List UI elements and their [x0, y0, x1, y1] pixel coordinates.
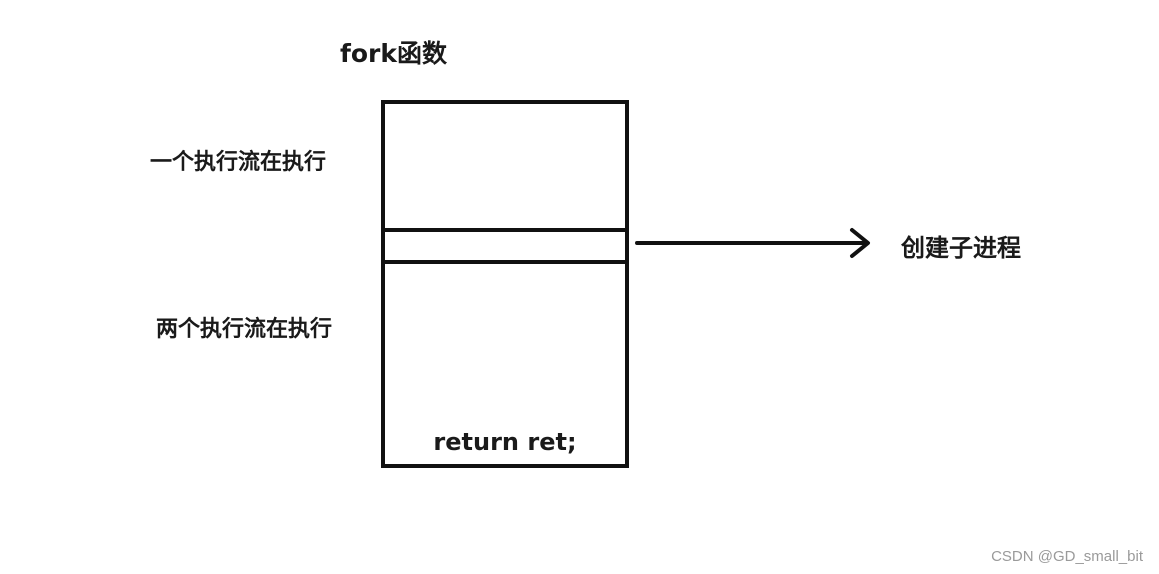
watermark: CSDN @GD_small_bit: [991, 548, 1143, 565]
process-box: [381, 100, 629, 468]
label-two-execution-flows: 两个执行流在执行: [156, 317, 333, 342]
label-create-child-process: 创建子进程: [901, 234, 1021, 262]
diagram-title: fork函数: [340, 39, 448, 68]
arrow-head: [850, 228, 870, 258]
return-statement: return ret;: [433, 428, 577, 456]
label-one-execution-flow: 一个执行流在执行: [150, 150, 327, 175]
